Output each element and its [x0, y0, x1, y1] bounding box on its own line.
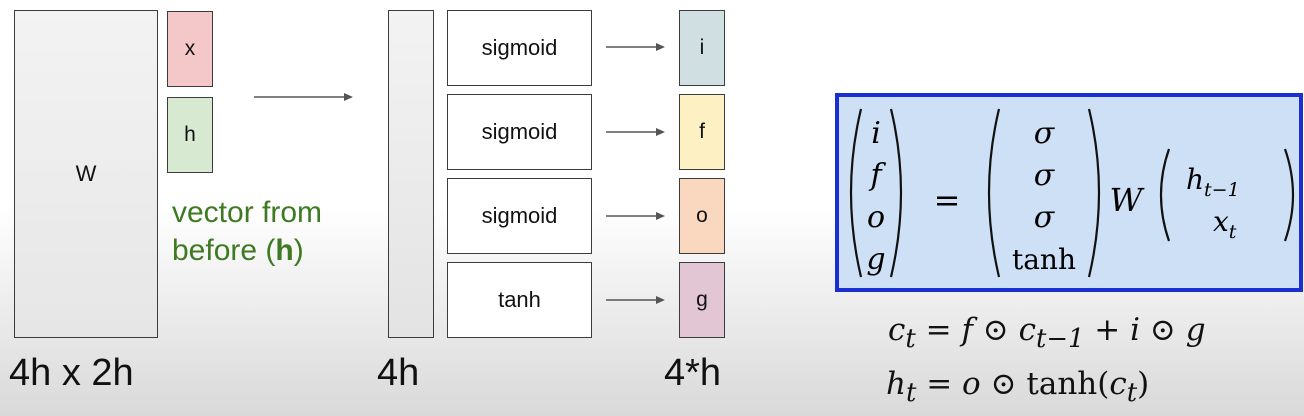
eq-c-lhs: c	[888, 312, 906, 348]
activation-box-4: tanh	[447, 262, 592, 338]
gate-box-o: o	[679, 178, 725, 254]
eq-c-lhs-sub: t	[905, 324, 916, 355]
lhs-g: g	[866, 242, 885, 277]
gate-box-g: g	[679, 262, 725, 338]
gate-arrow-2	[606, 128, 665, 136]
vec-x: xt	[1213, 205, 1237, 243]
vec-h-base: h	[1186, 163, 1204, 196]
activation-label-1: sigmoid	[481, 35, 558, 60]
weight-matrix-label: W	[75, 161, 97, 186]
vec-x-sub: t	[1229, 221, 1237, 243]
gate-arrow-4	[606, 296, 665, 304]
activation-label-2: sigmoid	[481, 119, 558, 144]
lstm-formula: i f o g = σ σ σ tanh W ht−1 xt	[849, 108, 1295, 278]
eq-h-lhs: h	[886, 366, 906, 402]
gate-arrow-3	[606, 212, 665, 220]
vec-h-sub: t−1	[1204, 179, 1240, 201]
gate-label-g: g	[696, 288, 708, 311]
eq-c-prev: c	[1018, 312, 1036, 348]
gate-box-i: i	[679, 10, 725, 86]
vector-note: vector from before (h)	[172, 194, 372, 270]
gate-label-o: o	[696, 204, 708, 227]
eq-c-prev-sub: t−1	[1036, 324, 1085, 355]
activation-box-2: sigmoid	[447, 94, 592, 170]
lhs-left-paren	[849, 108, 863, 278]
eq-h-odot: ⊙	[980, 366, 1027, 402]
eq-h-equals: =	[916, 366, 963, 402]
weight-matrix: W	[14, 10, 158, 338]
lhs-i: i	[871, 116, 881, 151]
activation-label-4: tanh	[498, 287, 541, 312]
gate-label-i: i	[699, 36, 705, 59]
vector-note-bold: h	[275, 234, 294, 267]
eq-h-tanh: tanh(	[1026, 366, 1110, 402]
input-vector-x: x	[167, 11, 213, 87]
eq-h-lhs-sub: t	[905, 378, 917, 409]
act-sigma-1: σ	[1034, 116, 1056, 151]
vector-note-close: )	[293, 234, 304, 267]
eq-h-close: )	[1137, 366, 1150, 402]
vec-x-base: x	[1213, 205, 1229, 238]
vec-left-paren	[1159, 148, 1171, 242]
eq-c-odot-2: ⊙	[1140, 312, 1186, 348]
eq-c-g: g	[1185, 312, 1206, 348]
lhs-o: o	[867, 200, 885, 235]
vec-h: ht−1	[1186, 163, 1240, 201]
input-vector-x-label: x	[184, 37, 196, 60]
gate-dims: 4*h	[664, 352, 722, 394]
activation-box-1: sigmoid	[447, 10, 592, 86]
eq-c-plus: +	[1084, 312, 1131, 348]
eq-c-equals: =	[915, 312, 962, 348]
activation-box-3: sigmoid	[447, 178, 592, 254]
eq-c-f: f	[961, 312, 973, 348]
formula-W: W	[1110, 181, 1146, 219]
gate-box-f: f	[679, 94, 725, 170]
multiply-arrow	[254, 93, 353, 101]
eq-h-c-sub: t	[1126, 378, 1138, 409]
gate-label-f: f	[699, 120, 705, 143]
eq-c-i: i	[1130, 312, 1141, 348]
input-vector-h-label: h	[184, 123, 196, 146]
act-tanh: tanh	[1012, 243, 1076, 276]
vector-note-text: vector from before (	[172, 196, 323, 267]
lstm-formula-box: i f o g = σ σ σ tanh W ht−1 xt	[835, 93, 1303, 292]
hidden-state-equation: ht = o ⊙ tanh(ct)	[886, 366, 1149, 408]
acts-left-paren	[987, 108, 1001, 278]
eq-h-o: o	[962, 366, 981, 402]
formula-equals: =	[934, 181, 961, 219]
act-sigma-3: σ	[1034, 200, 1056, 235]
input-vector-h: h	[167, 97, 213, 173]
lhs-right-paren	[889, 108, 903, 278]
vec-right-paren	[1283, 148, 1295, 242]
result-vector-4h	[388, 10, 434, 338]
cell-state-equation: ct = f ⊙ ct−1 + i ⊙ g	[888, 312, 1206, 354]
gate-arrow-1	[606, 43, 665, 51]
lhs-f: f	[868, 158, 886, 193]
act-sigma-2: σ	[1034, 158, 1056, 193]
acts-right-paren	[1087, 108, 1101, 278]
result-vector-dims: 4h	[377, 352, 420, 394]
activation-label-3: sigmoid	[481, 203, 558, 228]
eq-c-odot-1: ⊙	[972, 312, 1019, 348]
weight-matrix-dims: 4h x 2h	[9, 352, 134, 394]
eq-h-c: c	[1109, 366, 1127, 402]
